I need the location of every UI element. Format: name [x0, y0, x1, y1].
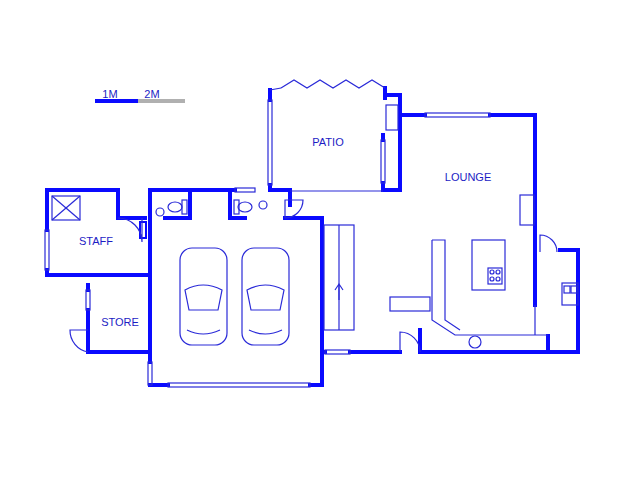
thin-lines	[45, 80, 578, 387]
scale-label: 1M	[102, 89, 117, 100]
walls	[47, 88, 578, 385]
room-label: STAFF	[79, 236, 113, 247]
room-label: LOUNGE	[445, 172, 491, 183]
room-label: PATIO	[312, 137, 343, 148]
room-label: STORE	[101, 317, 139, 328]
scale-label: 2M	[144, 89, 159, 100]
